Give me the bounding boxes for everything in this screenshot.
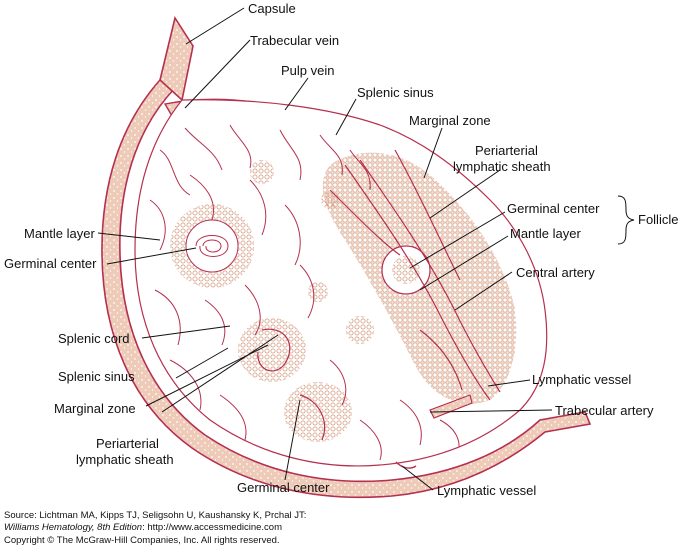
label-pals-left-2: lymphatic sheath xyxy=(76,452,174,467)
label-pulp-vein: Pulp vein xyxy=(281,63,334,78)
label-trabecular-artery: Trabecular artery xyxy=(555,403,654,418)
source-line-1: Source: Lichtman MA, Kipps TJ, Seligsohn… xyxy=(4,510,307,521)
spleen-section xyxy=(101,15,592,499)
label-trabecular-vein: Trabecular vein xyxy=(250,33,339,48)
label-marginal-zone-right: Marginal zone xyxy=(409,113,491,128)
label-splenic-cord: Splenic cord xyxy=(58,331,130,346)
label-lymphatic-vessel-right: Lymphatic vessel xyxy=(532,372,631,387)
source-line-2: Williams Hematology, 8th Edition: http:/… xyxy=(4,522,282,534)
labels: Capsule Trabecular vein Pulp vein Spleni… xyxy=(4,1,678,498)
label-marginal-zone-left: Marginal zone xyxy=(54,401,136,416)
source-url: : http://www.accessmedicine.com xyxy=(142,522,282,533)
label-germinal-center-right: Germinal center xyxy=(507,201,600,216)
germinal-center-left-shape xyxy=(185,219,239,273)
label-pals-right-1: Periarterial xyxy=(475,143,538,158)
label-mantle-layer-right: Mantle layer xyxy=(510,226,581,241)
label-splenic-sinus-top: Splenic sinus xyxy=(357,85,434,100)
capsule-band xyxy=(101,78,592,499)
central-artery-branches xyxy=(329,149,501,401)
sinus-network xyxy=(149,124,460,461)
label-central-artery: Central artery xyxy=(516,265,595,280)
label-follicle: Follicle xyxy=(638,212,678,227)
follicle-brace xyxy=(617,195,635,245)
label-mantle-layer-left: Mantle layer xyxy=(24,226,95,241)
lymphatic-vessel-shape xyxy=(395,461,417,469)
follicle-bottom xyxy=(284,382,352,442)
copyright-line: Copyright © The McGraw-Hill Companies, I… xyxy=(4,535,280,546)
label-germinal-center-bottom: Germinal center xyxy=(237,480,330,495)
leader-lines xyxy=(97,7,635,491)
label-capsule: Capsule xyxy=(248,1,296,16)
capsule-stub xyxy=(159,15,194,102)
label-lymphatic-vessel-bottom: Lymphatic vessel xyxy=(437,483,536,498)
label-germinal-center-left: Germinal center xyxy=(4,256,97,271)
label-pals-left-1: Periarterial xyxy=(96,436,159,451)
book-title: Williams Hematology, 8th Edition xyxy=(4,522,143,533)
follicle-middle xyxy=(238,318,306,382)
label-splenic-sinus-left: Splenic sinus xyxy=(58,369,135,384)
label-pals-right-2: lymphatic sheath xyxy=(453,159,551,174)
